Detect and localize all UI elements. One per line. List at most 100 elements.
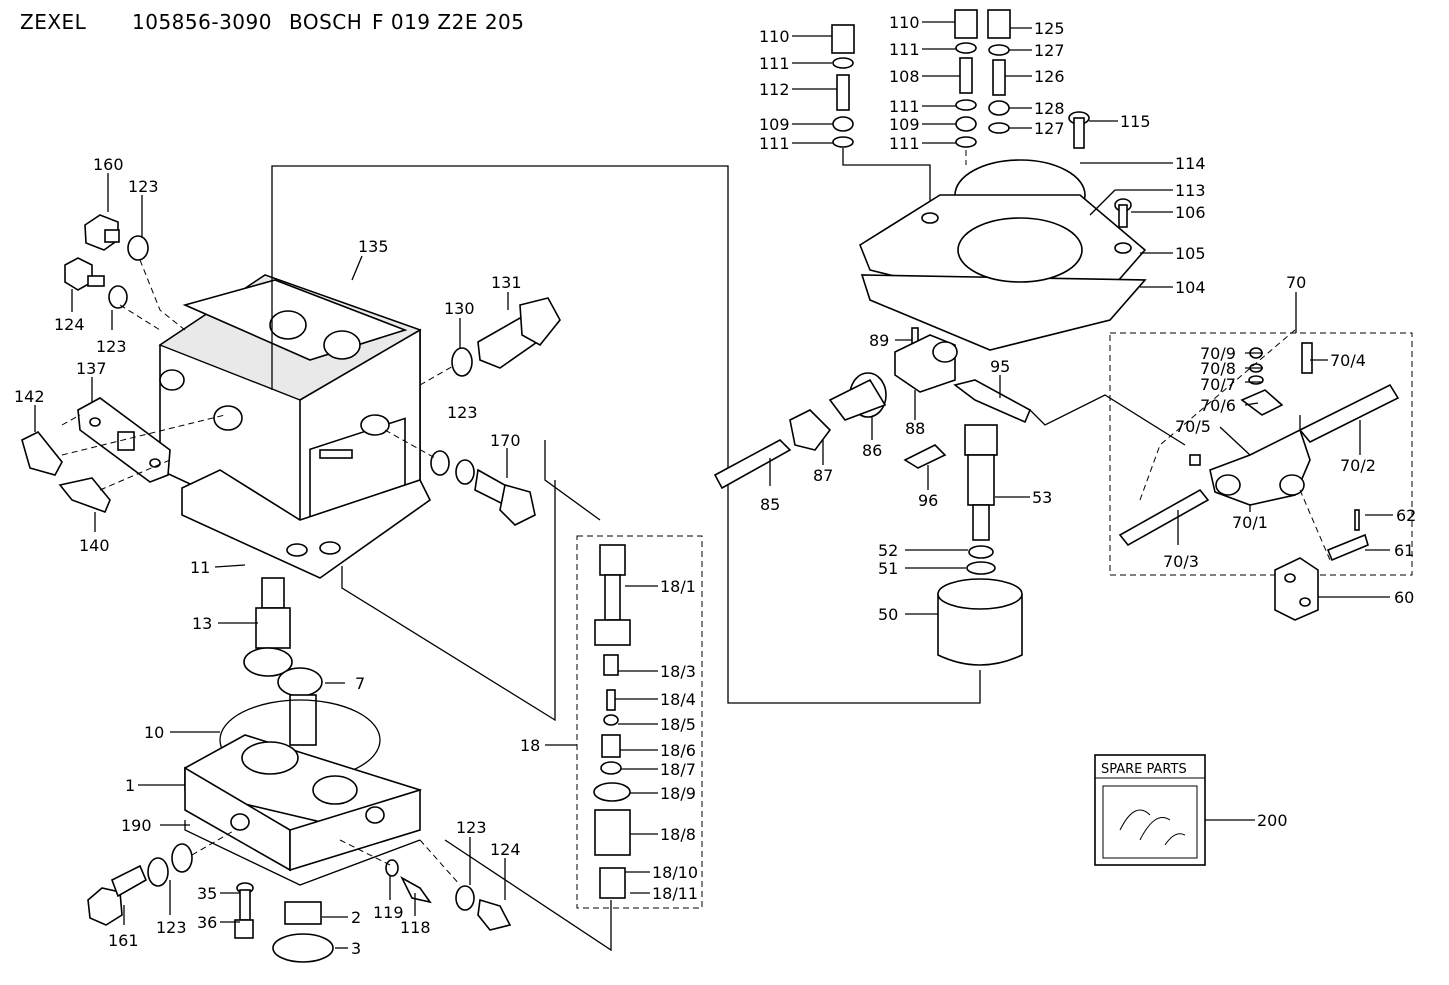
header-zexel-number: 105856-3090	[132, 10, 272, 34]
label-18-3: 18/3	[660, 662, 696, 681]
label-70-7: 70/7	[1200, 375, 1236, 394]
label-106: 106	[1175, 203, 1206, 222]
label-119: 119	[373, 903, 404, 922]
label-18: 18	[520, 736, 540, 755]
label-123: 123	[128, 177, 159, 196]
label-140: 140	[79, 536, 110, 555]
label-70: 70	[1286, 273, 1306, 292]
label-135: 135	[358, 237, 389, 256]
label-200: 200	[1257, 811, 1288, 830]
label-131: 131	[491, 273, 522, 292]
delivery-valve-18	[593, 544, 631, 899]
label-123: 123	[456, 818, 487, 837]
bearing-2	[272, 901, 334, 963]
plug-160	[64, 214, 149, 309]
leader-lines	[34, 21, 1393, 949]
label-110: 110	[759, 27, 790, 46]
lever-assembly-70	[1118, 342, 1400, 547]
lower-housing-1	[184, 734, 422, 872]
valve-131	[451, 297, 561, 377]
label-36: 36	[197, 913, 217, 932]
label-70-6: 70/6	[1200, 396, 1236, 415]
label-18-5: 18/5	[660, 715, 696, 734]
bolt-36	[234, 882, 254, 939]
header-brand: ZEXEL	[20, 10, 87, 34]
label-70-2: 70/2	[1340, 456, 1376, 475]
label-111: 111	[759, 134, 790, 153]
label-2: 2	[351, 908, 361, 927]
label-109: 109	[759, 115, 790, 134]
label-50: 50	[878, 605, 898, 624]
label-127: 127	[1034, 41, 1065, 60]
label-137: 137	[76, 359, 107, 378]
label-190: 190	[121, 816, 152, 835]
label-18-4: 18/4	[660, 690, 696, 709]
label-123: 123	[156, 918, 187, 937]
label-118: 118	[400, 918, 431, 937]
label-61: 61	[1394, 541, 1414, 560]
label-70-8: 70/8	[1200, 359, 1236, 378]
label-108: 108	[889, 67, 920, 86]
label-124: 124	[490, 840, 521, 859]
label-1: 1	[125, 776, 135, 795]
bolt-161	[87, 843, 193, 926]
label-114: 114	[1175, 154, 1206, 173]
screw-106	[1114, 198, 1132, 228]
label-115: 115	[1120, 112, 1151, 131]
label-53: 53	[1032, 488, 1052, 507]
label-142: 142	[14, 387, 45, 406]
screw-118	[385, 859, 512, 931]
header-bosch-number: F 019 Z2E 205	[372, 10, 525, 34]
label-95: 95	[990, 357, 1010, 376]
label-70-4: 70/4	[1330, 351, 1366, 370]
label-124: 124	[54, 315, 85, 334]
callout-labels: 160 123 124 123 135 131 130 137 142 140 …	[14, 13, 1416, 958]
label-18-6: 18/6	[660, 741, 696, 760]
lever-60	[1274, 509, 1369, 621]
label-123: 123	[447, 403, 478, 422]
housing-135	[158, 274, 432, 579]
label-70-5: 70/5	[1175, 417, 1211, 436]
label-13: 13	[192, 614, 212, 633]
label-170: 170	[490, 431, 521, 450]
label-123: 123	[96, 337, 127, 356]
label-89: 89	[869, 331, 889, 350]
bolt-170	[430, 450, 536, 526]
weight-53	[964, 424, 998, 575]
label-7: 7	[355, 674, 365, 693]
label-126: 126	[1034, 67, 1065, 86]
label-62: 62	[1396, 506, 1416, 525]
label-51: 51	[878, 559, 898, 578]
flyweight-50	[937, 578, 1023, 666]
label-161: 161	[108, 931, 139, 950]
header-maker: BOSCH	[289, 10, 363, 34]
label-125: 125	[1034, 19, 1065, 38]
label-3: 3	[351, 939, 361, 958]
label-104: 104	[1175, 278, 1206, 297]
lever-142	[21, 430, 63, 476]
nuts-stack-110	[831, 9, 1090, 149]
label-87: 87	[813, 466, 833, 485]
label-86: 86	[862, 441, 882, 460]
linkage-88	[713, 327, 1032, 490]
label-111: 111	[759, 54, 790, 73]
label-18-11: 18/11	[652, 884, 698, 903]
label-18-1: 18/1	[660, 577, 696, 596]
label-109: 109	[889, 115, 920, 134]
label-112: 112	[759, 80, 790, 99]
shaft-13	[243, 577, 293, 677]
label-85: 85	[760, 495, 780, 514]
label-127: 127	[1034, 119, 1065, 138]
label-18-8: 18/8	[660, 825, 696, 844]
label-18-9: 18/9	[660, 784, 696, 803]
label-60: 60	[1394, 588, 1414, 607]
label-111: 111	[889, 134, 920, 153]
label-88: 88	[905, 419, 925, 438]
label-130: 130	[444, 299, 475, 318]
label-110: 110	[889, 13, 920, 32]
label-111: 111	[889, 97, 920, 116]
label-111: 111	[889, 40, 920, 59]
label-70-9: 70/9	[1200, 344, 1236, 363]
label-160: 160	[93, 155, 124, 174]
